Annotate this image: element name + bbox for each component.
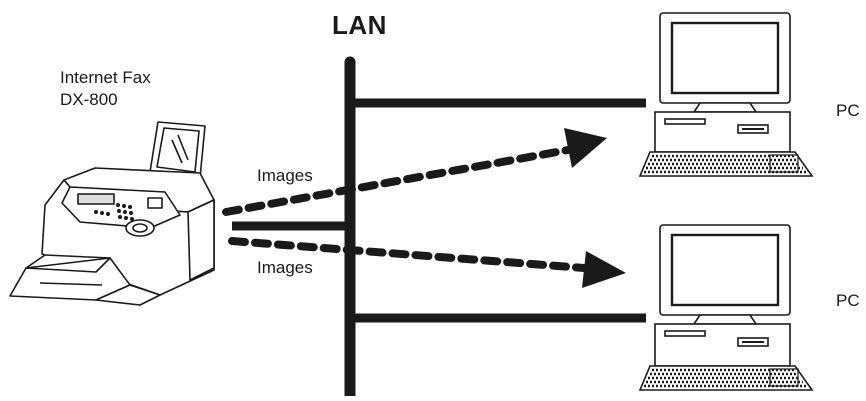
fax-machine-icon [9, 121, 215, 306]
image-flow-arrow-1 [222, 128, 607, 216]
fax-name-label: Internet Fax [60, 68, 151, 87]
images-label-upper: Images [257, 166, 313, 185]
lan-backbone [232, 56, 646, 401]
pc-label-upper: PC [836, 101, 860, 120]
fax-model-label: DX-800 [60, 90, 118, 109]
pc-2-icon [638, 224, 814, 391]
pc-1-icon [638, 12, 814, 177]
image-flow-arrow-2 [228, 237, 626, 288]
pc-label-lower: PC [836, 291, 860, 310]
lan-label: LAN [332, 10, 387, 40]
images-label-lower: Images [257, 258, 313, 277]
